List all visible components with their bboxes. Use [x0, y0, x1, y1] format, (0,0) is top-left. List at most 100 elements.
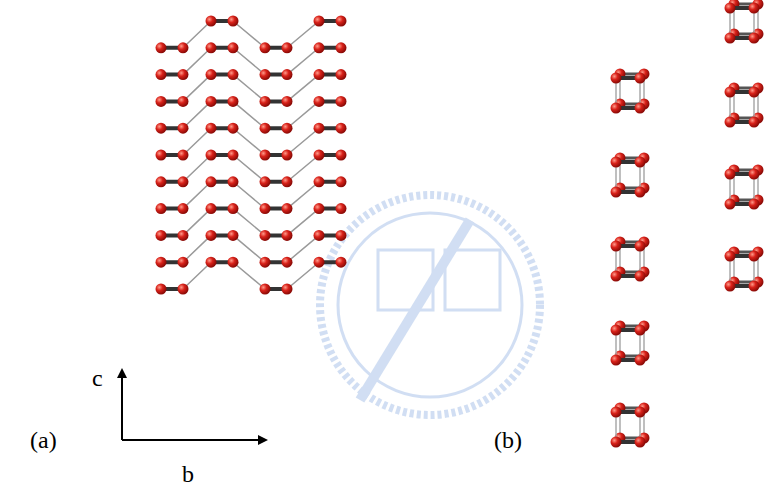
- oxygen-atom: [282, 42, 293, 53]
- axis-arrows: [122, 370, 266, 440]
- panel-label: (b): [480, 420, 536, 460]
- oxygen-atom: [178, 203, 189, 214]
- oxygen-atom: [178, 257, 189, 268]
- axis-label: c: [92, 366, 103, 390]
- intermolecular-link: [183, 209, 211, 236]
- intermolecular-link: [183, 75, 211, 102]
- oxygen-atom: [260, 69, 271, 80]
- oxygen-atom: [314, 69, 325, 80]
- oxygen-atom: [611, 355, 622, 366]
- oxygen-atom: [282, 69, 293, 80]
- oxygen-atom: [314, 96, 325, 107]
- oxygen-atom: [314, 150, 325, 161]
- intermolecular-link: [287, 235, 319, 262]
- oxygen-atom: [336, 257, 347, 268]
- oxygen-atom: [635, 187, 646, 198]
- intermolecular-link: [287, 75, 319, 102]
- intermolecular-link: [183, 155, 211, 182]
- oxygen-atom: [228, 16, 239, 27]
- oxygen-atom: [282, 230, 293, 241]
- oxygen-atom: [336, 123, 347, 134]
- intermolecular-link: [287, 262, 319, 289]
- oxygen-atom: [260, 42, 271, 53]
- intermolecular-link: [183, 182, 211, 209]
- oxygen-atom: [178, 150, 189, 161]
- oxygen-atom: [260, 230, 271, 241]
- oxygen-atom: [749, 281, 760, 292]
- oxygen-atom: [260, 176, 271, 187]
- oxygen-atom: [611, 157, 622, 168]
- oxygen-atom: [749, 33, 760, 44]
- oxygen-atom: [156, 69, 167, 80]
- oxygen-atom: [282, 96, 293, 107]
- oxygen-atom: [314, 176, 325, 187]
- intermolecular-link: [183, 128, 211, 155]
- oxygen-atom: [635, 241, 646, 252]
- oxygen-atom: [178, 96, 189, 107]
- oxygen-atom: [336, 230, 347, 241]
- oxygen-atom: [725, 169, 736, 180]
- intermolecular-link: [233, 235, 265, 262]
- oxygen-atom: [314, 230, 325, 241]
- oxygen-atom: [206, 257, 217, 268]
- oxygen-atom: [206, 123, 217, 134]
- oxygen-atom: [611, 187, 622, 198]
- intermolecular-link: [233, 155, 265, 182]
- axis-label: b: [182, 462, 194, 486]
- oxygen-atom: [635, 73, 646, 84]
- oxygen-atom: [611, 325, 622, 336]
- oxygen-atom: [228, 176, 239, 187]
- oxygen-atom: [635, 103, 646, 114]
- oxygen-atom: [611, 271, 622, 282]
- oxygen-atom: [611, 73, 622, 84]
- oxygen-atom: [611, 241, 622, 252]
- intermolecular-link: [287, 182, 319, 209]
- intermolecular-link: [233, 101, 265, 128]
- intermolecular-link: [233, 48, 265, 75]
- oxygen-atom: [635, 157, 646, 168]
- intermolecular-link: [287, 155, 319, 182]
- oxygen-atom: [336, 69, 347, 80]
- intermolecular-link: [233, 21, 265, 48]
- oxygen-atom: [282, 176, 293, 187]
- oxygen-atom: [206, 203, 217, 214]
- oxygen-atom: [206, 230, 217, 241]
- oxygen-atom: [611, 407, 622, 418]
- oxygen-atom: [336, 16, 347, 27]
- intermolecular-link: [233, 128, 265, 155]
- oxygen-atom: [156, 176, 167, 187]
- oxygen-atom: [749, 251, 760, 262]
- intermolecular-link: [287, 21, 319, 48]
- oxygen-atom: [749, 199, 760, 210]
- oxygen-atom: [725, 3, 736, 14]
- oxygen-atom: [206, 16, 217, 27]
- oxygen-atom: [336, 176, 347, 187]
- oxygen-atom: [725, 251, 736, 262]
- oxygen-atom: [260, 123, 271, 134]
- oxygen-atom: [314, 42, 325, 53]
- oxygen-atom: [282, 257, 293, 268]
- oxygen-atom: [156, 284, 167, 295]
- oxygen-atom: [228, 96, 239, 107]
- oxygen-atom: [336, 42, 347, 53]
- oxygen-atom: [635, 355, 646, 366]
- oxygen-atom: [228, 42, 239, 53]
- oxygen-atom: [156, 150, 167, 161]
- oxygen-atom: [749, 87, 760, 98]
- intermolecular-link: [233, 75, 265, 102]
- oxygen-atom: [282, 150, 293, 161]
- intermolecular-link: [287, 101, 319, 128]
- intermolecular-link: [287, 128, 319, 155]
- oxygen-atom: [336, 203, 347, 214]
- oxygen-atom: [314, 16, 325, 27]
- oxygen-atom: [178, 123, 189, 134]
- oxygen-atom: [228, 69, 239, 80]
- watermark: [320, 195, 540, 415]
- oxygen-atom: [260, 257, 271, 268]
- intermolecular-link: [183, 48, 211, 75]
- intermolecular-link: [183, 235, 211, 262]
- oxygen-atom: [228, 257, 239, 268]
- oxygen-atom: [282, 284, 293, 295]
- oxygen-atom: [228, 123, 239, 134]
